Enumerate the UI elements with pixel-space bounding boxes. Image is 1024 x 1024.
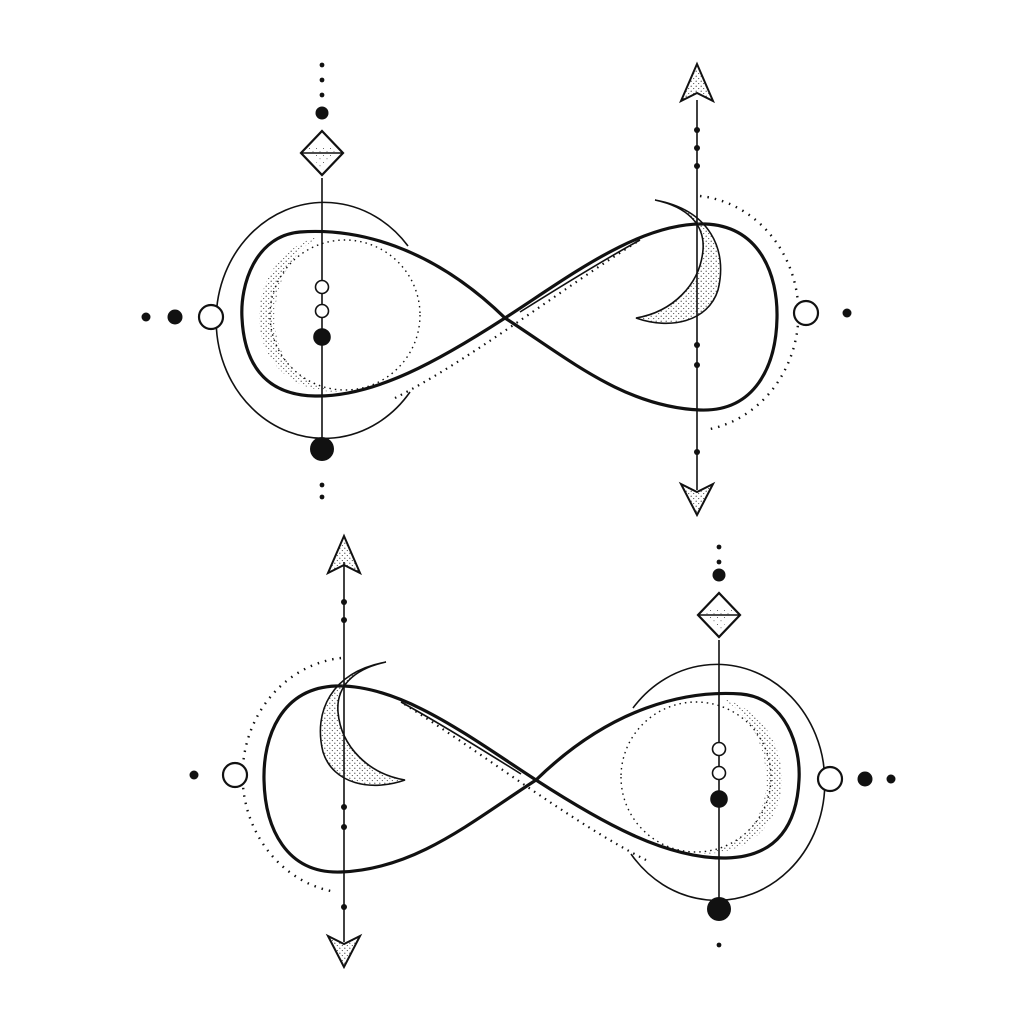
bead-dots-left-top: [315, 62, 329, 120]
bead-dots-left-bottom: [310, 437, 334, 500]
infinity-loop: [240, 222, 779, 412]
arrow-icon: [678, 61, 716, 518]
dotted-orbit-circle: [620, 701, 772, 853]
infinity-inner-strand: [400, 701, 522, 775]
arrow-icon: [325, 533, 363, 970]
crescent-moon-icon: [635, 199, 722, 325]
orbit-arc-left: [630, 663, 826, 902]
dotted-orbit-circle: [269, 239, 421, 391]
side-marker-left: [141, 303, 225, 331]
infinity-motif-bottom: [189, 533, 896, 970]
small-circles-left: [313, 279, 331, 346]
dotted-strand: [394, 239, 641, 399]
side-marker-left: [816, 765, 896, 793]
small-circles-left: [710, 741, 728, 808]
orbit-arc-left: [215, 201, 411, 440]
side-marker-right: [792, 299, 852, 327]
infinity-loop: [262, 684, 801, 874]
stippled-crescent-inner: [259, 236, 340, 392]
dotted-strand: [400, 701, 647, 861]
infinity-inner-strand: [519, 239, 641, 313]
crescent-moon-icon: [319, 661, 406, 787]
stippled-crescent-inner: [701, 698, 782, 854]
diamond-crystal-icon: [299, 129, 345, 177]
side-marker-right: [189, 761, 249, 789]
bead-dots-left-top: [712, 544, 726, 582]
infinity-motif-top: [141, 61, 852, 518]
diamond-crystal-icon: [696, 591, 742, 639]
bead-dots-left-bottom: [707, 897, 731, 948]
